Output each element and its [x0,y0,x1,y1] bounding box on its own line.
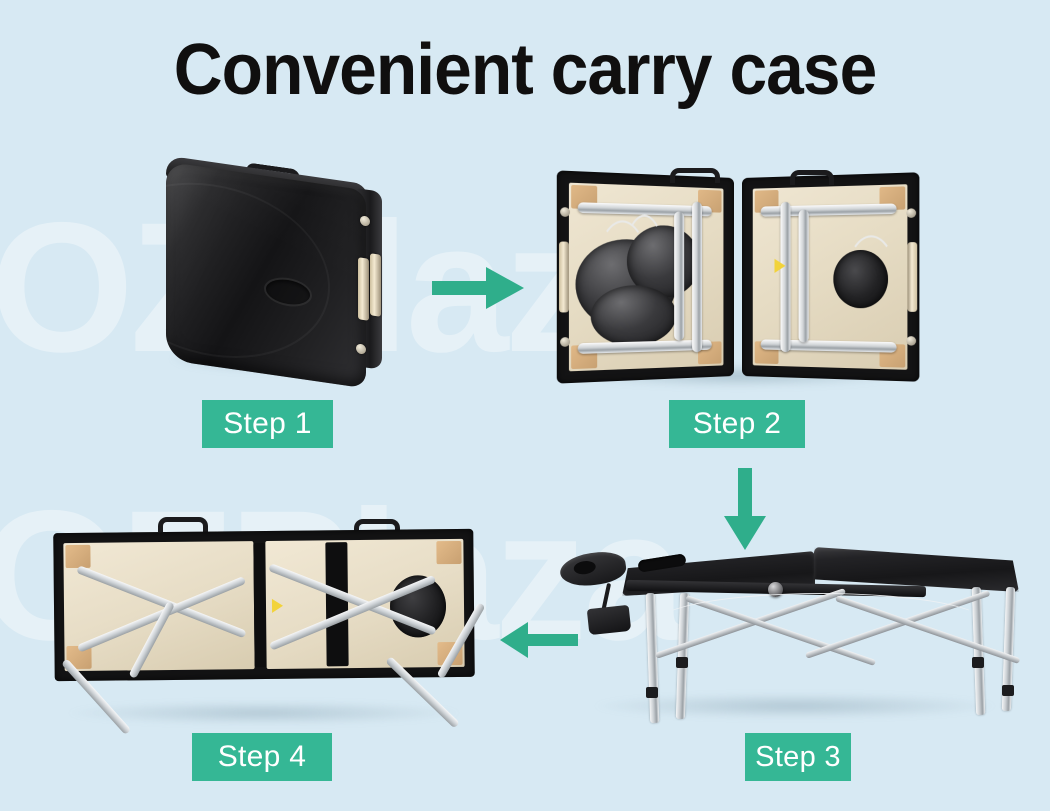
case-body [166,162,366,389]
figure-unfolded-table-underside [36,505,496,730]
step-badge-2: Step 2 [669,400,805,448]
case-latch-upper [358,257,369,321]
armrest [587,605,631,635]
step-badge-4: Step 4 [192,733,332,781]
page-title: Convenient carry case [32,34,1019,106]
underside-frame [53,529,475,681]
opened-case-left-panel [557,170,734,383]
figure-assembled-massage-table [560,535,1030,730]
opened-case-handle-icon-2 [790,170,834,185]
case-latch-lower [370,253,381,317]
step-badge-3: Step 3 [745,733,851,781]
underside-strap-1 [325,542,348,666]
opened-case-handle-icon [670,168,720,183]
warning-triangle-icon [272,599,283,613]
arrow-right-icon [432,265,524,311]
arrow-down-icon [722,468,768,550]
figure-opened-carry-case [558,172,918,390]
underside-panel-left [63,541,254,671]
step-badge-1: Step 1 [202,400,333,448]
underside-handle-icon-1 [158,517,208,532]
opened-case-right-panel [742,172,919,382]
table-tension-wire [656,593,986,653]
right-panel-interior [753,184,908,370]
left-panel-interior [569,183,723,372]
arrow-left-icon [500,620,578,660]
figure-closed-carry-case [160,168,400,388]
face-cradle [558,549,628,590]
